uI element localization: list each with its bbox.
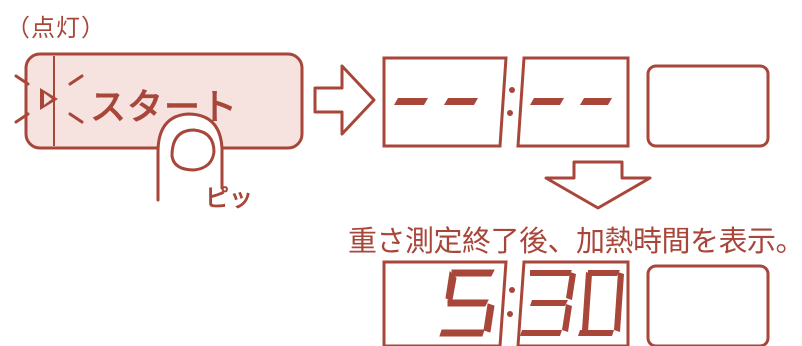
caption: 重さ測定終了後、加熱時間を表示。	[348, 224, 802, 258]
digit-0	[578, 270, 624, 336]
start-button-label: スタート	[90, 87, 239, 128]
status-label: （点灯）	[6, 14, 106, 42]
arrow-right-icon	[313, 64, 376, 136]
colon-dot	[509, 287, 515, 293]
display-result-right	[516, 260, 630, 346]
colon-dot	[507, 311, 513, 317]
display-result-left	[382, 260, 508, 346]
display-initial-right	[516, 56, 630, 148]
display-empty-box-top	[646, 64, 770, 148]
display-empty-box-bottom	[646, 264, 770, 346]
finger-icon	[156, 112, 224, 202]
dash-segments	[394, 98, 612, 105]
beep-sound-label: ピッ	[205, 184, 253, 212]
arrow-down-icon	[544, 160, 652, 210]
glow-lines	[14, 74, 84, 124]
colon-dot	[507, 110, 513, 116]
digit-5	[439, 269, 495, 337]
digit-3	[520, 270, 576, 336]
colon-dot	[509, 87, 515, 93]
play-icon	[40, 88, 58, 110]
display-initial-left	[382, 56, 508, 148]
